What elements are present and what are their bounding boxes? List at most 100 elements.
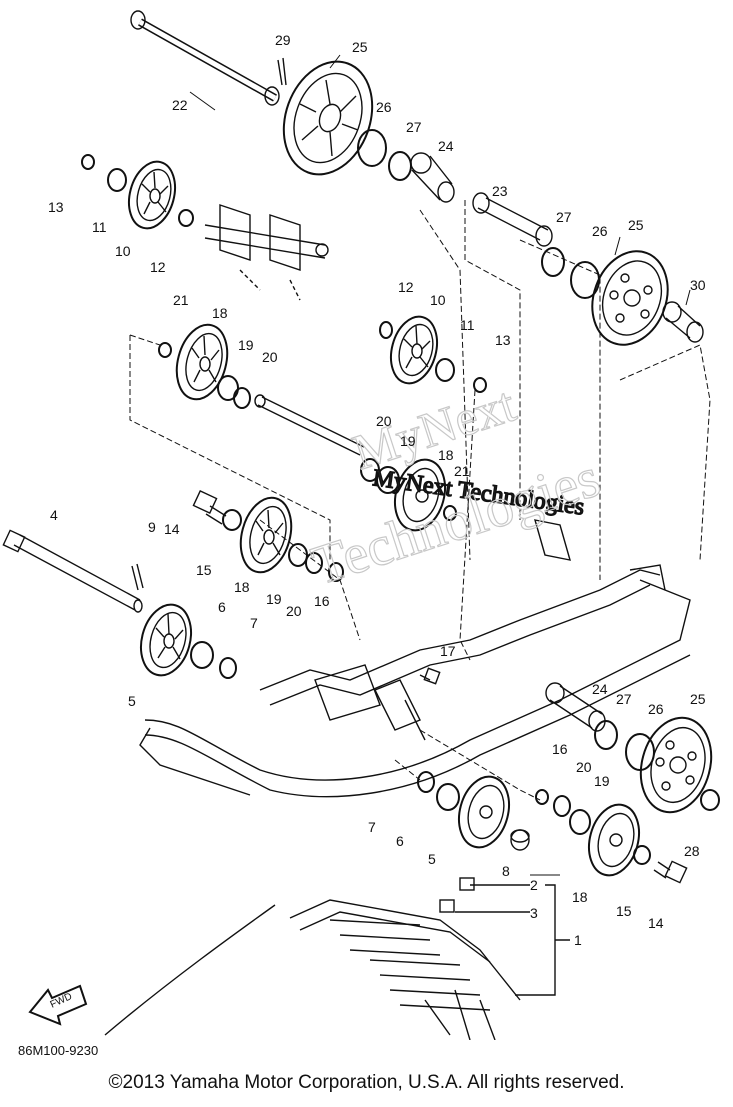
- wheel-25-top: [282, 60, 374, 176]
- bearing-6-low: [436, 783, 460, 811]
- callout-12: 12: [150, 259, 166, 275]
- nut-21-mid: [443, 505, 457, 521]
- callout-14: 14: [164, 521, 180, 537]
- slide-rail-frame: [139, 519, 691, 798]
- callout-26: 26: [648, 701, 664, 717]
- watermark-line1: MyNext: [346, 376, 522, 481]
- callout-16: 16: [552, 741, 568, 757]
- cotter-pin-29: [277, 57, 287, 86]
- nut-21: [158, 342, 172, 358]
- ring-20-low: [305, 552, 323, 574]
- ring-7-low: [417, 771, 435, 793]
- callout-18: 18: [234, 579, 250, 595]
- callout-13: 13: [495, 332, 511, 348]
- bearing-26-top: [357, 129, 387, 167]
- wheel-18-top: [175, 323, 229, 401]
- watermark: MyNext MyNext Technologies Technologies: [304, 375, 608, 598]
- lower-shaft-4: [2, 529, 143, 613]
- callout-23: 23: [492, 183, 508, 199]
- bolt-14-bottom: [653, 860, 688, 884]
- collar-30: [662, 301, 704, 343]
- callout-18: 18: [212, 305, 228, 321]
- bearing-11-top: [107, 168, 127, 192]
- callout-20: 20: [262, 349, 278, 365]
- washer-15-top: [222, 509, 242, 531]
- callout-30: 30: [690, 277, 706, 293]
- callout-19: 19: [594, 773, 610, 789]
- callout-24: 24: [592, 681, 608, 697]
- ring-27-low: [594, 720, 618, 750]
- callout-21: 21: [454, 463, 470, 479]
- parts-diagram: FWD MyNext MyNext Technologies Technolog…: [2, 10, 720, 1040]
- wheel-5-top: [140, 603, 192, 677]
- callout-26: 26: [376, 99, 392, 115]
- nut-16-low: [535, 789, 549, 805]
- callout-7: 7: [368, 819, 376, 835]
- wheel-18-low: [239, 496, 293, 574]
- ring-20-mid: [360, 458, 380, 482]
- middle-shaft: [254, 394, 365, 456]
- collar-23: [472, 192, 553, 247]
- dashed-guides: [129, 200, 711, 801]
- callout-29: 29: [275, 32, 291, 48]
- bearing-19-top: [217, 375, 239, 401]
- callout-27: 27: [556, 209, 572, 225]
- callout-18: 18: [438, 447, 454, 463]
- callout-25: 25: [690, 691, 706, 707]
- wheel-10-top: [127, 160, 177, 230]
- callout-11: 11: [92, 219, 107, 235]
- callout-9: 9: [148, 519, 156, 535]
- callout-5: 5: [128, 693, 136, 709]
- wheel-10-mid: [389, 315, 439, 385]
- callout-8: 8: [502, 863, 510, 879]
- callout-6: 6: [396, 833, 404, 849]
- bolt-17: [419, 667, 441, 685]
- callout-12: 12: [398, 279, 414, 295]
- bearing-6-top: [190, 641, 214, 669]
- wheel-18-bottom: [588, 803, 640, 877]
- callout-28: 28: [684, 843, 700, 859]
- bearing-19-bottom: [569, 809, 591, 835]
- callout-6: 6: [218, 599, 226, 615]
- diagram-code: 86M100-9230: [18, 1043, 99, 1058]
- callout-19: 19: [238, 337, 254, 353]
- callout-7: 7: [250, 615, 258, 631]
- callout-19: 19: [266, 591, 282, 607]
- nut-13-top: [81, 154, 95, 170]
- bearing-19-low: [288, 543, 308, 567]
- callout-25: 25: [352, 39, 368, 55]
- callout-1: 1: [574, 932, 582, 948]
- callout-16: 16: [314, 593, 330, 609]
- ring-27-top: [388, 151, 412, 181]
- washer-15-bottom: [633, 845, 651, 865]
- callout-5: 5: [428, 851, 436, 867]
- callout-labels: 29 25 22 26 27 24 13 11 10 12 23 27 26 2…: [48, 32, 706, 948]
- nut-28: [700, 789, 720, 811]
- callout-24: 24: [438, 138, 454, 154]
- wheel-25-mid: [591, 250, 669, 346]
- nut-13-mid: [473, 377, 487, 393]
- ring-7-top: [219, 657, 237, 679]
- callout-15: 15: [196, 562, 212, 578]
- callout-18: 18: [572, 889, 588, 905]
- bolt-14-top: [192, 490, 227, 525]
- ring-20-top: [233, 387, 251, 409]
- wheel-25-low: [639, 716, 713, 814]
- washer-12-top: [178, 209, 194, 227]
- callout-14: 14: [648, 915, 664, 931]
- fwd-label: FWD: [49, 991, 74, 1011]
- callout-25: 25: [628, 217, 644, 233]
- callout-11: 11: [460, 317, 475, 333]
- callout-19: 19: [400, 433, 416, 449]
- callout-20: 20: [376, 413, 392, 429]
- callout-2: 2: [530, 877, 538, 893]
- callout-10: 10: [115, 243, 131, 259]
- wheel-18-mid: [394, 458, 446, 532]
- upper-shaft-22: [130, 10, 280, 106]
- callout-20: 20: [286, 603, 302, 619]
- callout-20: 20: [576, 759, 592, 775]
- copyright-notice: ©2013 Yamaha Motor Corporation, U.S.A. A…: [108, 1072, 625, 1093]
- bracket-1: [455, 884, 570, 996]
- collar-24-top: [410, 152, 455, 203]
- callout-13: 13: [48, 199, 64, 215]
